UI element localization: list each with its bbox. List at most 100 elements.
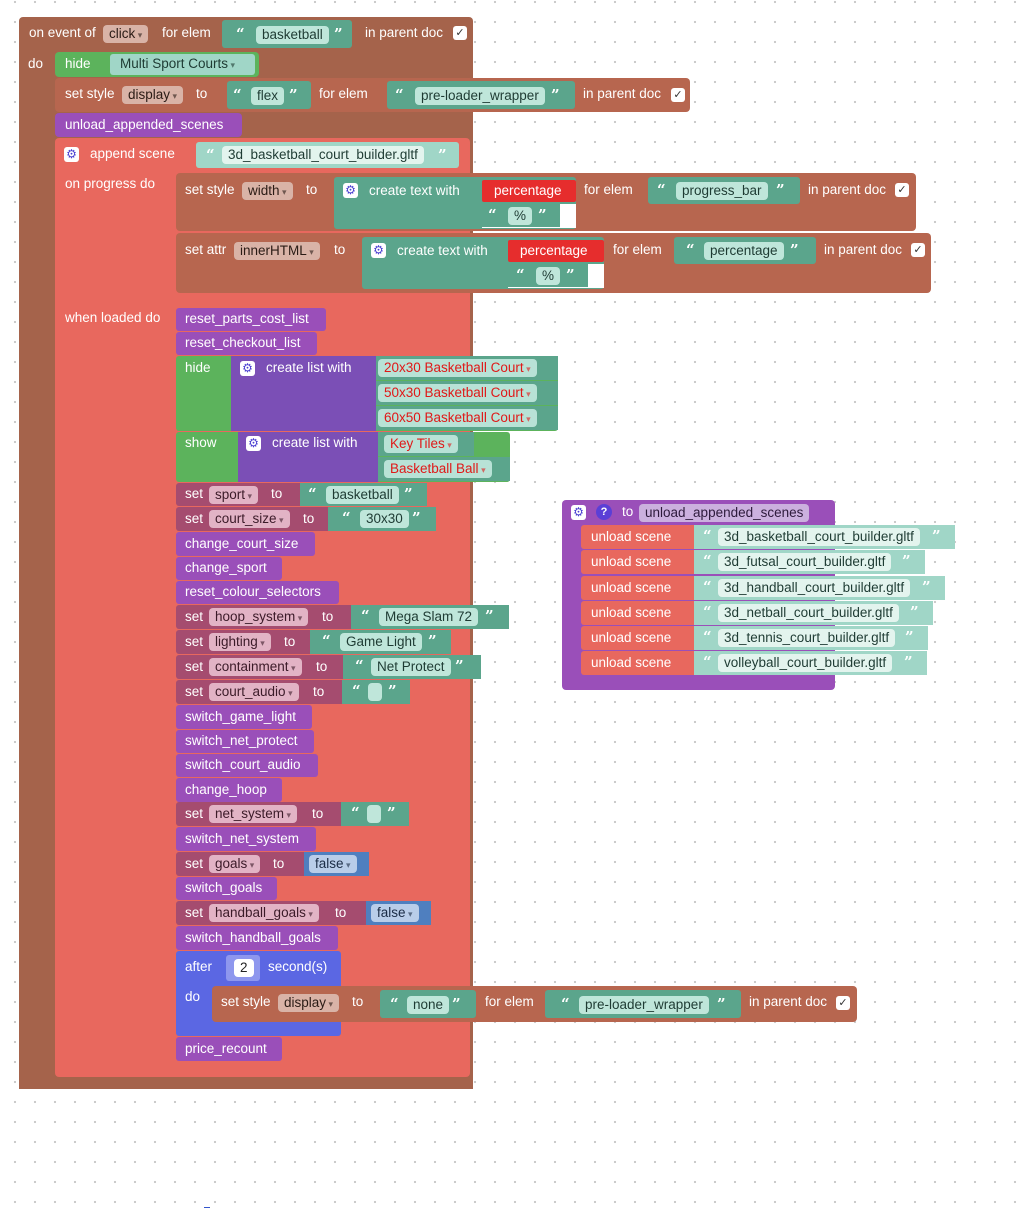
containment-text[interactable]: “ Net Protect ” (343, 655, 481, 679)
gear-icon[interactable]: ⚙ (246, 436, 261, 451)
list-item-2[interactable]: 50x30 Basketball Court (376, 381, 558, 405)
list-item-1[interactable]: 20x30 Basketball Court (376, 356, 558, 380)
event-elem-value[interactable]: basketball (256, 26, 329, 44)
list-item-3[interactable]: 60x50 Basketball Court (376, 406, 558, 430)
seconds-input[interactable]: 2 (234, 959, 254, 977)
elem-text[interactable]: “ progress_bar ” (648, 177, 800, 204)
style-prop-dropdown[interactable]: display (122, 86, 184, 104)
progress-attr-block[interactable]: set attr innerHTML to ⚙ create text with… (176, 233, 931, 293)
unload-scene-1[interactable]: unload scene “ 3d_basketball_court_build… (581, 525, 955, 549)
switch-net-protect-block[interactable]: switch_net_protect (176, 730, 314, 753)
court-size-value[interactable]: 30x30 (360, 510, 409, 528)
hide-list-block[interactable]: hide ⚙ create list with 20x30 Basketball… (176, 356, 558, 431)
percentage-var[interactable]: percentage (508, 240, 604, 262)
court-audio-text[interactable]: “ ” (342, 680, 410, 704)
append-file-value[interactable]: 3d_basketball_court_builder.gltf (222, 146, 424, 164)
lighting-text[interactable]: “ Game Light ” (310, 630, 451, 654)
append-file-text[interactable]: “ 3d_basketball_court_builder.gltf ” (196, 142, 459, 168)
scene-value[interactable]: 3d_netball_court_builder.gltf (718, 604, 899, 622)
style-prop-dropdown[interactable]: display (278, 994, 340, 1012)
court-size-text[interactable]: “ 30x30 ” (328, 507, 436, 531)
style-value-text[interactable]: “ flex ” (227, 81, 311, 109)
style-prop-dropdown[interactable]: width (242, 182, 293, 200)
show-list-block[interactable]: show ⚙ create list with Key Tiles Basket… (176, 432, 510, 482)
progress-style-block[interactable]: set style width to ⚙ create text with pe… (176, 173, 916, 231)
change-hoop-block[interactable]: change_hoop (176, 778, 282, 802)
pct-value[interactable]: % (508, 207, 533, 225)
list-item-value[interactable]: Key Tiles (384, 435, 458, 453)
court-audio-var-dropdown[interactable]: court_audio (209, 683, 299, 701)
sport-text[interactable]: “ basketball ” (300, 483, 427, 506)
elem-value[interactable]: pre-loader_wrapper (415, 87, 545, 105)
func-name-input[interactable]: unload_appended_scenes (639, 504, 810, 522)
elem-text[interactable]: “ pre-loader_wrapper ” (545, 990, 741, 1018)
scene-value[interactable]: 3d_futsal_court_builder.gltf (718, 553, 892, 571)
pct-value[interactable]: % (536, 267, 561, 285)
containment-value[interactable]: Net Protect (371, 658, 451, 676)
scene-text[interactable]: “ 3d_tennis_court_builder.gltf ” (694, 626, 928, 650)
pct-text[interactable]: “ % ” (508, 264, 588, 287)
checkbox-icon[interactable]: ✓ (453, 26, 467, 40)
net-system-text[interactable]: “ ” (341, 802, 409, 826)
set-goals-block[interactable]: set goals to false (176, 852, 369, 876)
percentage-var[interactable]: percentage (482, 180, 576, 202)
checkbox-icon[interactable]: ✓ (911, 243, 925, 257)
handball-goals-bool-dropdown[interactable]: false (371, 904, 419, 922)
switch-net-system-block[interactable]: switch_net_system (176, 827, 316, 851)
switch-court-audio-block[interactable]: switch_court_audio (176, 754, 318, 777)
reset-parts-block[interactable]: reset_parts_cost_list (176, 308, 326, 331)
change-court-size-block[interactable]: change_court_size (176, 532, 315, 556)
gear-icon[interactable]: ⚙ (64, 147, 79, 162)
scene-text[interactable]: “ volleyball_court_builder.gltf ” (694, 651, 927, 675)
list-item-value[interactable]: 60x50 Basketball Court (378, 409, 537, 427)
unload-call-block[interactable]: unload_appended_scenes (55, 113, 242, 137)
sport-value[interactable]: basketball (326, 486, 399, 504)
create-list-block[interactable]: ⚙ create list with (231, 356, 376, 431)
create-text-block[interactable]: ⚙ create text with percentage “ % ” (334, 177, 576, 229)
scene-value[interactable]: 3d_handball_court_builder.gltf (718, 579, 911, 597)
unload-scene-6[interactable]: unload scene “ volleyball_court_builder.… (581, 651, 927, 675)
set-style-none-block[interactable]: set style display to “ none ” for elem “… (212, 986, 857, 1022)
lighting-value[interactable]: Game Light (340, 633, 422, 651)
hide-target-dropdown[interactable]: Multi Sport Courts (114, 55, 242, 73)
change-sport-block[interactable]: change_sport (176, 557, 282, 580)
sport-var-dropdown[interactable]: sport (209, 486, 259, 504)
style-value[interactable]: none (407, 996, 450, 1014)
unload-scene-4[interactable]: unload scene “ 3d_netball_court_builder.… (581, 601, 933, 625)
checkbox-icon[interactable]: ✓ (895, 183, 909, 197)
style-value-text[interactable]: “ none ” (380, 990, 476, 1018)
handball-goals-bool[interactable]: false (366, 901, 431, 925)
gear-icon[interactable]: ⚙ (343, 183, 358, 198)
elem-value[interactable]: progress_bar (676, 182, 768, 200)
style-value[interactable]: flex (251, 87, 285, 105)
create-list-block[interactable]: ⚙ create list with (238, 432, 378, 482)
scene-text[interactable]: “ 3d_handball_court_builder.gltf ” (694, 576, 945, 600)
list-item-value[interactable]: 20x30 Basketball Court (378, 359, 537, 377)
court-audio-value[interactable] (368, 683, 382, 701)
help-icon[interactable]: ? (596, 504, 612, 520)
set-handball-goals-block[interactable]: set handball_goals to false (176, 901, 431, 925)
checkbox-icon[interactable]: ✓ (671, 88, 685, 102)
net-system-value[interactable] (367, 805, 381, 823)
set-lighting-block[interactable]: set lighting to “ Game Light ” (176, 630, 451, 654)
unload-scene-2[interactable]: unload scene “ 3d_futsal_court_builder.g… (581, 550, 925, 574)
scene-text[interactable]: “ 3d_netball_court_builder.gltf ” (694, 601, 933, 625)
elem-text[interactable]: “ pre-loader_wrapper ” (387, 81, 575, 109)
hide-block[interactable]: hide Multi Sport Courts (55, 52, 259, 77)
lighting-var-dropdown[interactable]: lighting (209, 633, 271, 651)
containment-var-dropdown[interactable]: containment (209, 658, 302, 676)
scene-text[interactable]: “ 3d_basketball_court_builder.gltf ” (694, 525, 955, 549)
elem-text[interactable]: “ percentage ” (674, 237, 816, 264)
set-containment-block[interactable]: set containment to “ Net Protect ” (176, 655, 481, 679)
goals-bool-dropdown[interactable]: false (309, 855, 357, 873)
list-item-value[interactable]: Basketball Ball (384, 460, 492, 478)
net-system-var-dropdown[interactable]: net_system (209, 805, 298, 823)
event-elem-text[interactable]: “ basketball ” (222, 20, 352, 48)
hoop-value[interactable]: Mega Slam 72 (379, 608, 479, 626)
scene-value[interactable]: 3d_basketball_court_builder.gltf (718, 528, 920, 546)
reset-checkout-block[interactable]: reset_checkout_list (176, 332, 317, 355)
price-recount-block[interactable]: price_recount (176, 1037, 282, 1061)
goals-var-dropdown[interactable]: goals (209, 855, 261, 873)
handball-goals-var-dropdown[interactable]: handball_goals (209, 904, 319, 922)
switch-handball-goals-block[interactable]: switch_handball_goals (176, 926, 338, 950)
